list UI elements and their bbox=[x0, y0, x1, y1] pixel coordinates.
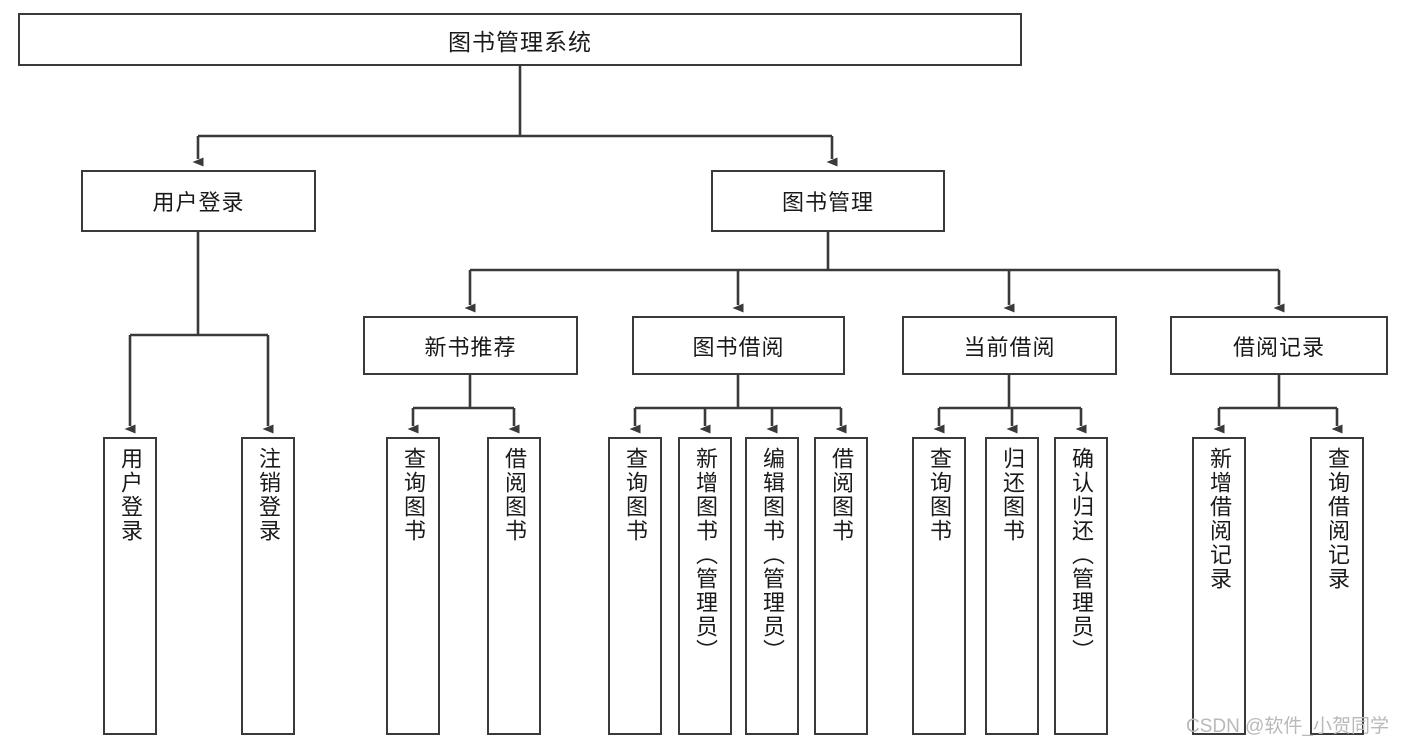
node-borrow-record-label: 借阅记录 bbox=[1232, 334, 1325, 360]
node-leaf-logout-label: 注销登录 bbox=[256, 447, 281, 543]
node-leaf-add-book[interactable]: 新增图书（管理员） bbox=[678, 437, 732, 735]
node-leaf-query-record-label: 查询借阅记录 bbox=[1325, 447, 1350, 591]
node-leaf-query-book-2[interactable]: 查询图书 bbox=[608, 437, 662, 735]
node-book-borrow-label: 图书借阅 bbox=[692, 334, 785, 360]
node-leaf-add-record[interactable]: 新增借阅记录 bbox=[1192, 437, 1246, 735]
node-leaf-logout[interactable]: 注销登录 bbox=[241, 437, 295, 735]
node-leaf-borrow-book-2-label: 借阅图书 bbox=[829, 447, 854, 543]
node-leaf-return-book-label: 归还图书 bbox=[1000, 447, 1025, 543]
node-leaf-borrow-book-1-label: 借阅图书 bbox=[502, 447, 527, 543]
watermark: CSDN @软件_小贺同学 bbox=[1186, 716, 1389, 737]
node-leaf-edit-book[interactable]: 编辑图书（管理员） bbox=[745, 437, 799, 735]
node-leaf-query-book-3[interactable]: 查询图书 bbox=[912, 437, 966, 735]
node-leaf-query-book-1[interactable]: 查询图书 bbox=[386, 437, 440, 735]
node-current-borrow[interactable]: 当前借阅 bbox=[902, 316, 1117, 375]
node-leaf-query-book-1-label: 查询图书 bbox=[401, 447, 426, 543]
node-current-borrow-label: 当前借阅 bbox=[963, 334, 1056, 360]
node-leaf-query-book-3-label: 查询图书 bbox=[927, 447, 952, 543]
node-root-label: 图书管理系统 bbox=[448, 28, 592, 55]
node-book-manage-label: 图书管理 bbox=[781, 190, 874, 215]
node-leaf-query-book-2-label: 查询图书 bbox=[623, 447, 648, 543]
node-new-book-rec-label: 新书推荐 bbox=[424, 334, 517, 360]
node-leaf-add-record-label: 新增借阅记录 bbox=[1207, 447, 1232, 591]
node-leaf-edit-book-label: 编辑图书（管理员） bbox=[760, 447, 785, 663]
node-leaf-user-login-label: 用户登录 bbox=[118, 447, 143, 543]
node-leaf-user-login[interactable]: 用户登录 bbox=[103, 437, 157, 735]
node-leaf-return-book[interactable]: 归还图书 bbox=[985, 437, 1039, 735]
node-new-book-rec[interactable]: 新书推荐 bbox=[363, 316, 578, 375]
node-leaf-add-book-label: 新增图书（管理员） bbox=[693, 447, 718, 663]
node-borrow-record[interactable]: 借阅记录 bbox=[1170, 316, 1388, 375]
node-leaf-confirm-return[interactable]: 确认归还（管理员） bbox=[1054, 437, 1108, 735]
node-book-borrow[interactable]: 图书借阅 bbox=[632, 316, 845, 375]
node-user-login-label: 用户登录 bbox=[152, 190, 245, 215]
node-leaf-borrow-book-1[interactable]: 借阅图书 bbox=[487, 437, 541, 735]
node-leaf-confirm-return-label: 确认归还（管理员） bbox=[1069, 447, 1094, 663]
node-leaf-borrow-book-2[interactable]: 借阅图书 bbox=[814, 437, 868, 735]
node-user-login[interactable]: 用户登录 bbox=[81, 170, 316, 232]
node-root[interactable]: 图书管理系统 bbox=[18, 13, 1022, 66]
node-book-manage[interactable]: 图书管理 bbox=[711, 170, 945, 232]
node-leaf-query-record[interactable]: 查询借阅记录 bbox=[1310, 437, 1364, 735]
